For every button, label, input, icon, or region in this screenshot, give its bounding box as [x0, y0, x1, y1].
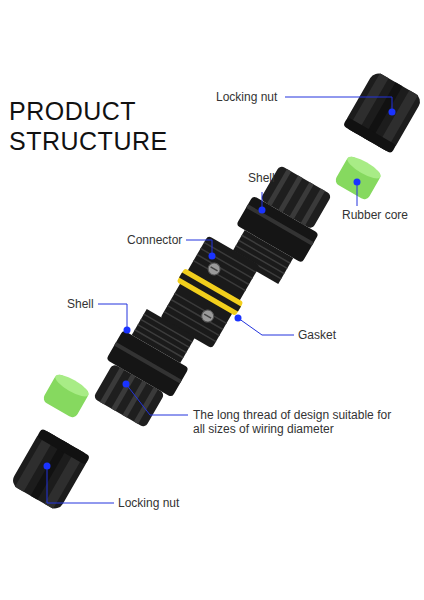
shell-drawing — [86, 304, 204, 432]
locking-nut-drawing — [10, 428, 90, 511]
rubber-core-drawing — [334, 153, 384, 201]
part-label: Locking nut — [118, 496, 179, 510]
rubber-core-drawing — [42, 371, 92, 419]
page-title: PRODUCT STRUCTURE — [9, 96, 169, 156]
part-label: Shell — [67, 297, 94, 311]
part-label: Rubber core — [342, 208, 408, 222]
part-label: Gasket — [298, 328, 336, 342]
part-label: Locking nut — [216, 90, 277, 104]
part-label: Connector — [127, 233, 182, 247]
part-label: Shell — [248, 171, 275, 185]
leader-lines — [47, 97, 392, 503]
part-label: The long thread of design suitable for a… — [193, 408, 398, 436]
locking-nut-drawing — [343, 70, 423, 153]
